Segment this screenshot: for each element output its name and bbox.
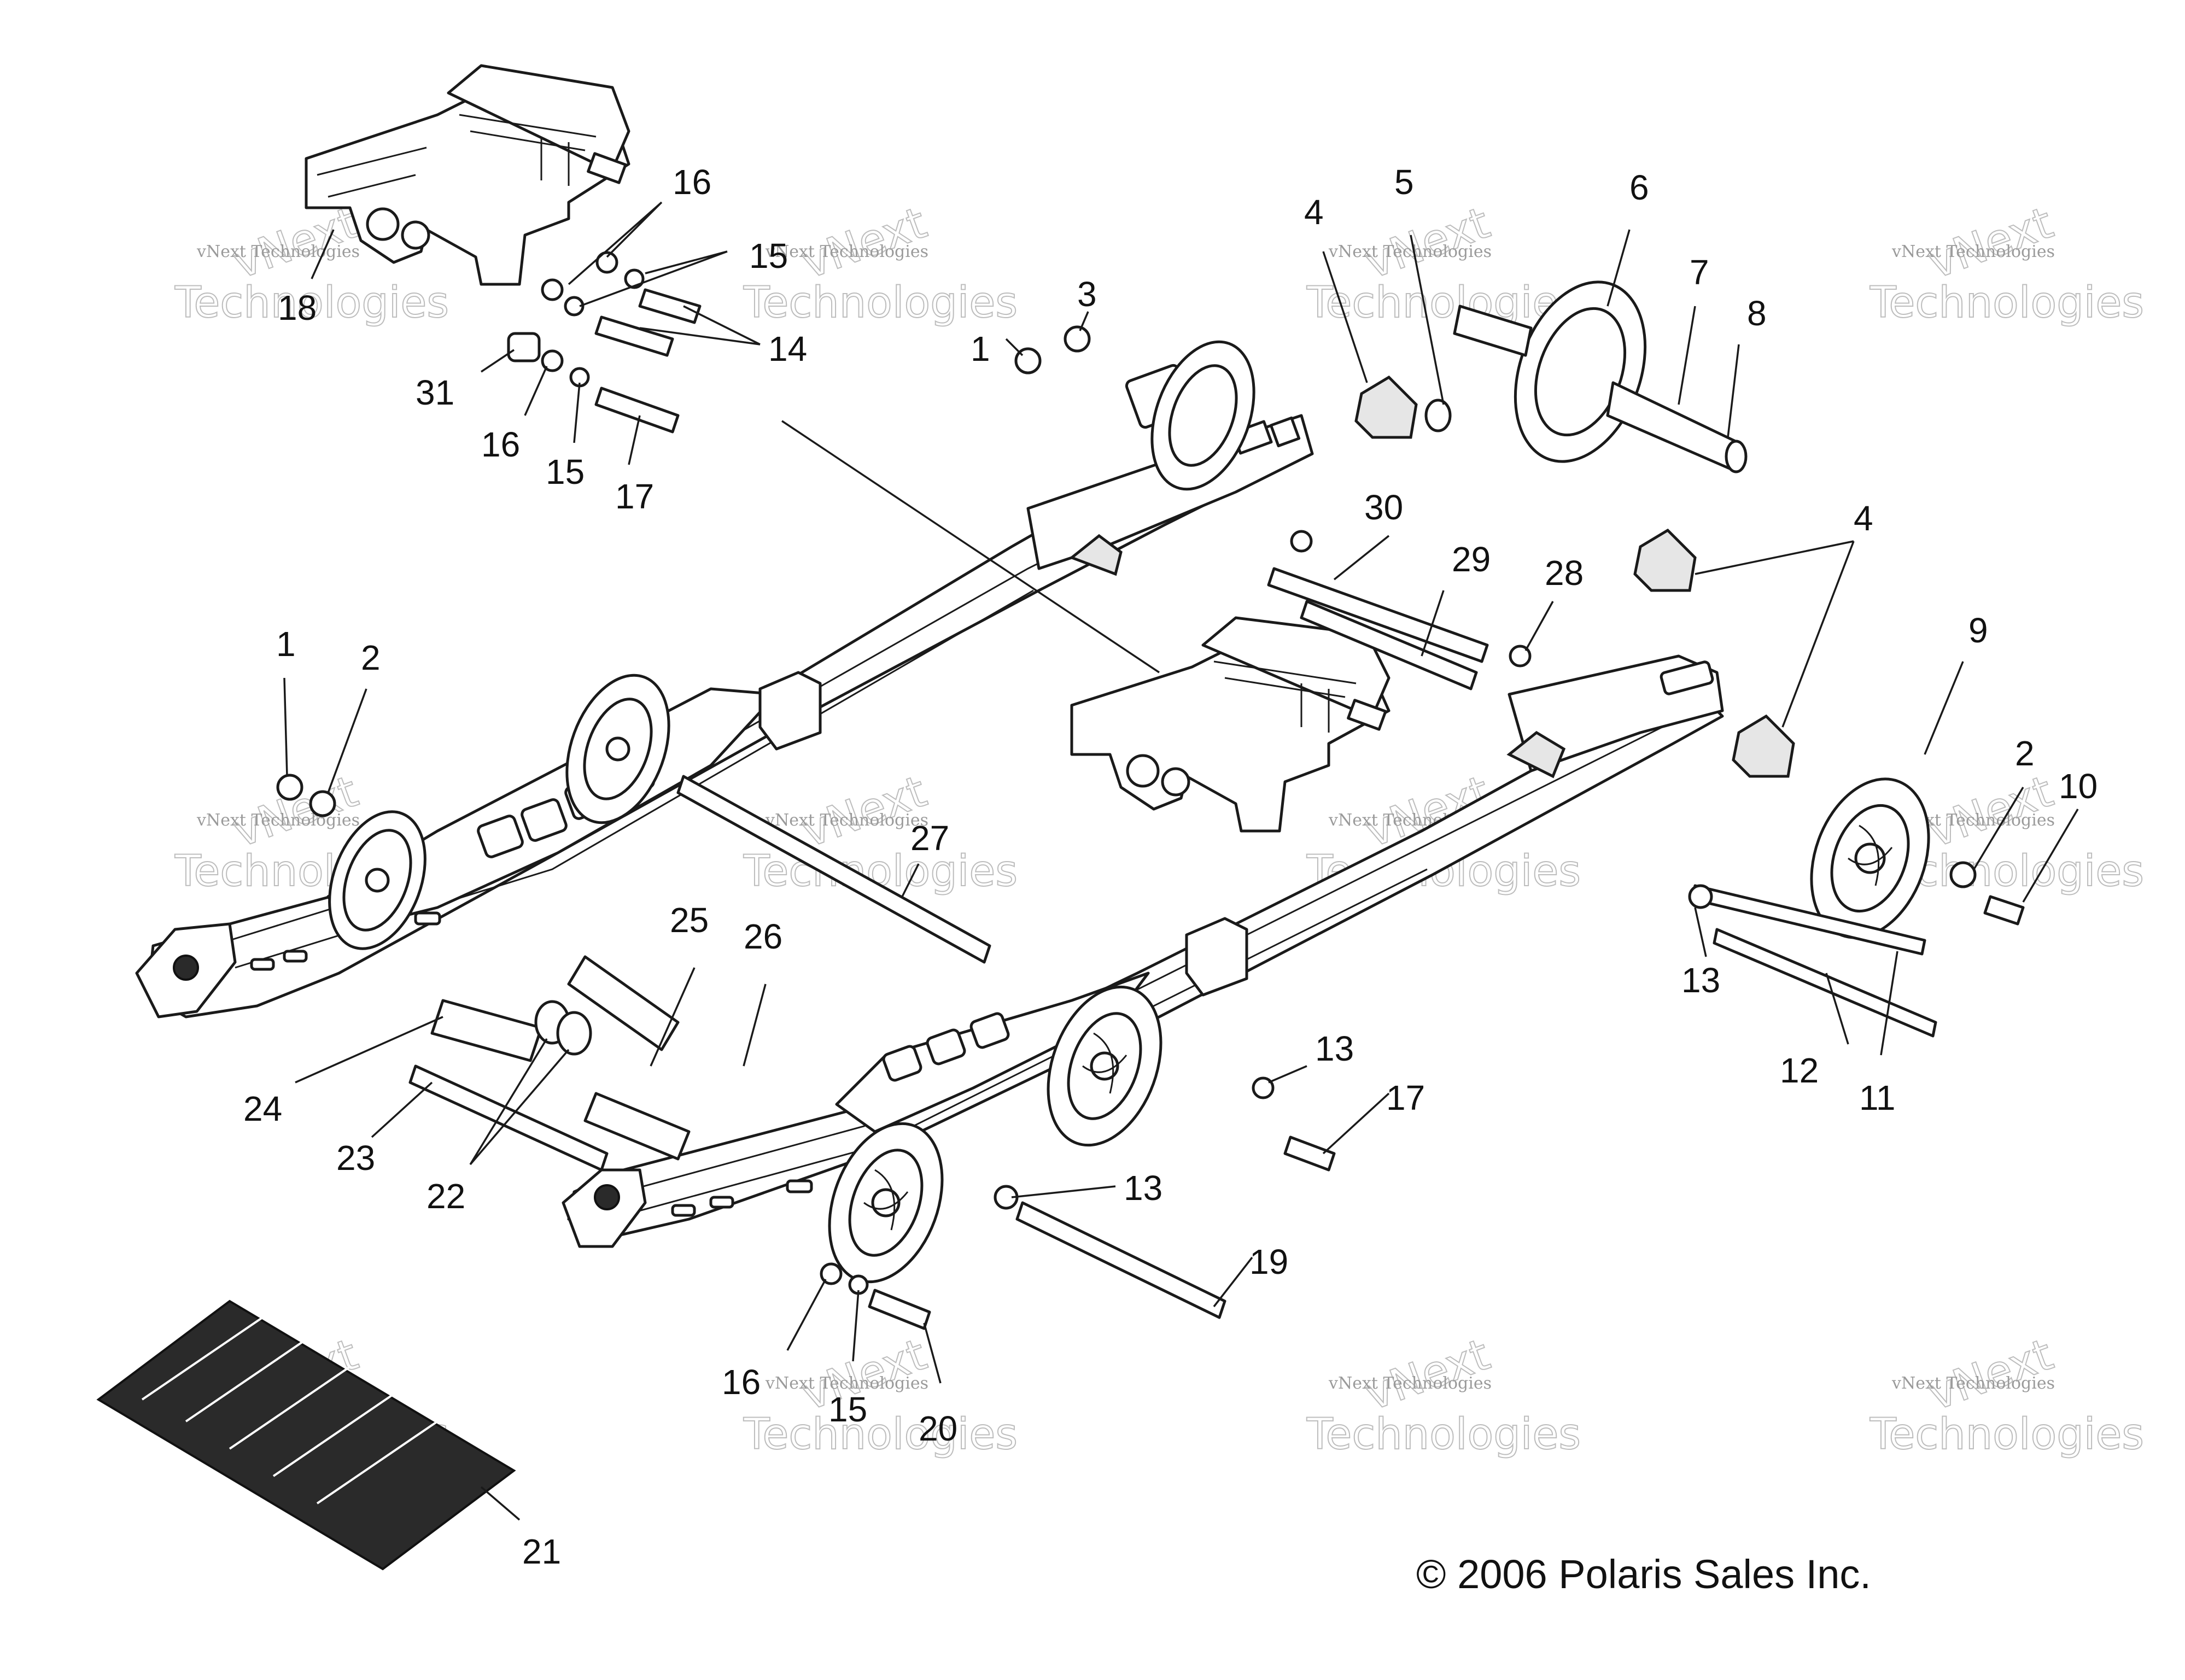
callout-22: 22 — [427, 1176, 465, 1216]
watermark-1-line1: vNext Technologies — [196, 242, 360, 261]
callout-28: 28 — [1545, 553, 1584, 593]
callout-31: 31 — [416, 373, 454, 412]
rear-mount-upper — [305, 64, 630, 286]
watermark-10-line1: vNext Technologies — [765, 1374, 928, 1393]
shaft-23 — [408, 1064, 609, 1172]
shaft-29 — [1300, 600, 1478, 690]
callout-13-low: 13 — [1124, 1168, 1162, 1208]
shaft-19 — [1015, 1201, 1226, 1319]
callout-5: 5 — [1394, 162, 1414, 202]
watermark-12-line2: Technologies — [1869, 1410, 2144, 1459]
shaft-24 — [430, 999, 543, 1062]
callout-15-top: 15 — [749, 236, 788, 276]
bolt-20 — [868, 1289, 931, 1330]
callout-7: 7 — [1690, 253, 1709, 292]
callout-4-top: 4 — [1304, 192, 1324, 232]
shaft-25 — [567, 955, 680, 1051]
track-21 — [96, 1299, 516, 1571]
callout-17-mid: 17 — [1386, 1078, 1425, 1117]
callout-2-left: 2 — [361, 638, 381, 677]
hardware — [276, 251, 1977, 1295]
watermark-2-line1: vNext Technologies — [765, 242, 928, 261]
bolt-10 — [1983, 895, 2025, 926]
watermark-3-line2: Technologies — [1306, 278, 1581, 327]
watermark-11: vNext vNext Technologies Technologies — [1306, 1328, 1581, 1460]
callout-1-left: 1 — [276, 624, 296, 664]
callout-21: 21 — [522, 1532, 561, 1571]
watermark-3-line1: vNext Technologies — [1328, 242, 1492, 261]
callout-11: 11 — [1859, 1078, 1895, 1117]
callout-27: 27 — [910, 818, 949, 858]
callout-18: 18 — [278, 288, 317, 327]
brackets-4 — [1354, 375, 1795, 778]
wheel-left-rear — [328, 810, 427, 950]
callout-25: 25 — [670, 900, 709, 940]
copyright-notice: © 2006 Polaris Sales Inc. — [1416, 1552, 1871, 1597]
shaft-12 — [1713, 928, 1937, 1038]
watermark-11-line2: Technologies — [1306, 1410, 1581, 1459]
callout-10: 10 — [2059, 766, 2098, 806]
watermark-4-line1: vNext Technologies — [1891, 242, 2055, 261]
wheel-right-rear — [828, 1122, 944, 1284]
callout-2-right: 2 — [2015, 734, 2035, 773]
callout-15-mid: 15 — [546, 452, 585, 491]
callout-23: 23 — [336, 1138, 375, 1178]
callout-16-top: 16 — [673, 162, 711, 202]
shaft-27 — [676, 775, 991, 964]
callout-19: 19 — [1249, 1242, 1288, 1281]
callout-26: 26 — [744, 917, 782, 956]
watermark-12-line1: vNext Technologies — [1891, 1374, 2055, 1393]
callout-13-mid: 13 — [1315, 1029, 1354, 1068]
rear-mount-middle — [1070, 616, 1391, 833]
watermark-3: vNext vNext Technologies Technologies — [1306, 197, 1581, 328]
wheel-axle-6 — [1453, 280, 1748, 473]
callout-4-right: 4 — [1854, 499, 1873, 538]
bolt-14a — [594, 315, 674, 357]
callout-8: 8 — [1747, 294, 1767, 333]
watermark-10-line2: Technologies — [743, 1410, 1018, 1459]
watermark-1-line2: Technologies — [174, 278, 449, 327]
callout-12: 12 — [1780, 1051, 1819, 1090]
wheel-left-front — [1150, 340, 1255, 491]
callout-15-low: 15 — [828, 1390, 867, 1429]
callout-14: 14 — [768, 329, 807, 368]
shaft-30 — [1267, 567, 1489, 663]
wheel-9 — [1810, 777, 1930, 939]
callout-6: 6 — [1629, 168, 1649, 207]
watermark-11-line1: vNext Technologies — [1328, 1374, 1492, 1393]
callout-29: 29 — [1452, 540, 1491, 579]
watermark-4: vNext vNext Technologies Technologies — [1869, 197, 2145, 328]
callout-24: 24 — [243, 1089, 282, 1128]
watermark-5-line1: vNext Technologies — [196, 811, 360, 830]
callout-9: 9 — [1968, 611, 1988, 650]
callout-16-low: 16 — [722, 1362, 761, 1402]
callout-20: 20 — [919, 1409, 957, 1448]
callout-17-top: 17 — [615, 477, 654, 516]
callouts: 18 16 15 14 31 16 15 17 1 3 4 5 6 7 8 30… — [243, 162, 2098, 1571]
watermark-6-line1: vNext Technologies — [765, 811, 928, 830]
callout-3: 3 — [1077, 274, 1097, 314]
callout-13-right: 13 — [1681, 961, 1720, 1000]
bolt-17b — [1283, 1135, 1336, 1172]
wheel-right-mid — [1047, 985, 1162, 1147]
bolt-14b — [638, 288, 702, 324]
wheel-left-mid — [565, 674, 670, 824]
rail-right — [562, 654, 1724, 1248]
leader-lines — [283, 201, 2079, 1521]
callout-30: 30 — [1364, 488, 1403, 527]
shafts — [408, 288, 2025, 1330]
shaft-26 — [583, 1092, 691, 1161]
bolt-17a — [594, 387, 680, 434]
watermark-12: vNext vNext Technologies Technologies — [1869, 1328, 2145, 1460]
wheels — [328, 280, 1930, 1284]
watermark-10: vNext vNext Technologies Technologies — [743, 1328, 1018, 1460]
watermark-4-line2: Technologies — [1869, 278, 2144, 327]
callout-1-top: 1 — [971, 329, 990, 368]
callout-16-mid: 16 — [481, 425, 520, 464]
watermark-2-line2: Technologies — [743, 278, 1018, 327]
rail-right-slots — [671, 1179, 813, 1217]
